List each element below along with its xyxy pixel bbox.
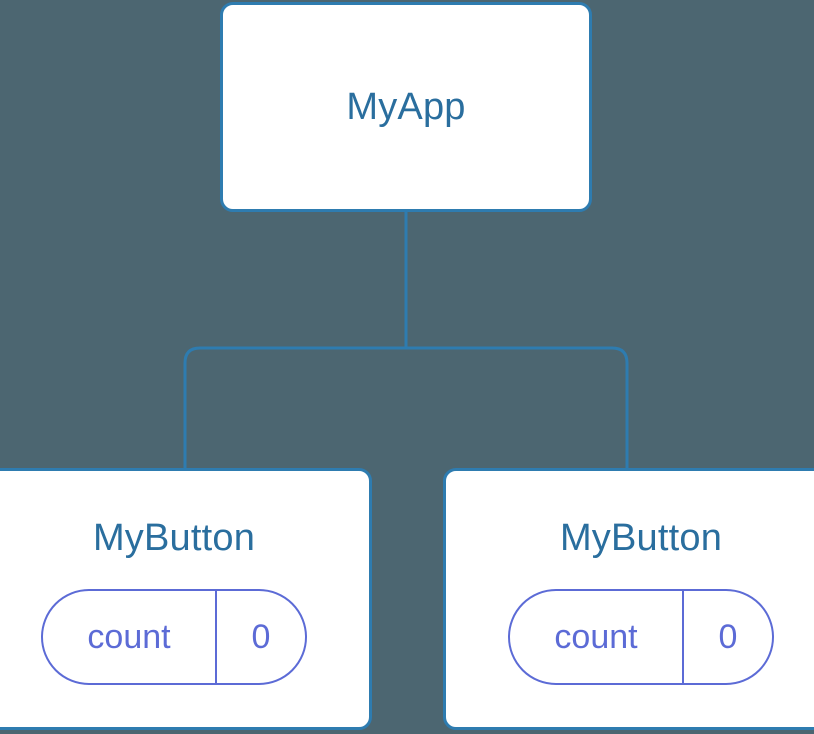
connector-branch-left [183,346,406,470]
state-key-right: count [554,618,638,656]
state-pill-right[interactable]: count 0 [508,589,774,685]
node-mybutton-right[interactable]: MyButton count 0 [443,468,814,730]
state-key-left: count [87,618,171,656]
node-mybutton-left-label: MyButton [92,517,256,559]
state-value-left: 0 [215,591,305,683]
node-mybutton-left[interactable]: MyButton count 0 [0,468,372,730]
state-value-right: 0 [682,591,772,683]
connector-branch-right [406,346,629,470]
node-mybutton-right-label: MyButton [559,517,723,559]
node-myapp-label: MyApp [346,86,466,128]
state-pill-left[interactable]: count 0 [41,589,307,685]
node-myapp[interactable]: MyApp [220,2,592,212]
